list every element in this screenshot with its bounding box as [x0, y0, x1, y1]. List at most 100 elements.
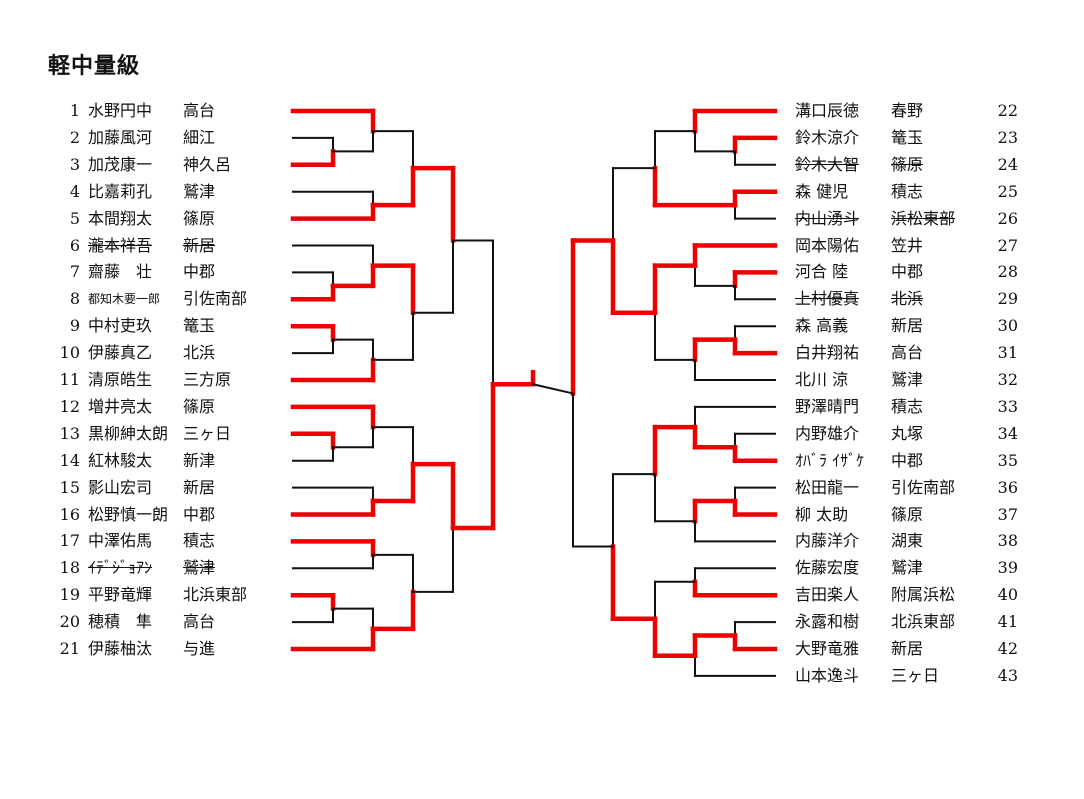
- school-name: 細江: [183, 127, 216, 147]
- entrant-name: 齋藤 壮: [88, 262, 153, 282]
- school-name: 鷲津: [183, 181, 216, 201]
- entrant-name: 鈴木大智: [795, 154, 860, 174]
- school-name: 篠原: [891, 504, 924, 524]
- school-name: 中郡: [891, 262, 924, 282]
- entrant-name: 紅林駿太: [88, 450, 153, 470]
- entrant-name: 森 高義: [795, 316, 849, 336]
- entrant-row: 29 上村優真 北浜: [0, 287, 1084, 311]
- school-name: 中郡: [183, 504, 216, 524]
- seed-number: 27: [997, 235, 1018, 255]
- seed-number: 29: [997, 289, 1018, 309]
- seed-number: 39: [997, 558, 1018, 578]
- seed-number: 22: [997, 101, 1018, 120]
- entrant-name: 柳 太助: [795, 504, 849, 524]
- entrant-name: 佐藤宏度: [795, 558, 860, 578]
- school-name: 北浜: [891, 289, 924, 309]
- seed-number: 33: [997, 396, 1018, 416]
- seed-number: 10: [59, 343, 80, 363]
- seed-number: 36: [997, 477, 1018, 497]
- entrant-row: 16 松野慎一朗中郡: [0, 503, 1084, 527]
- seed-number: 16: [59, 504, 80, 524]
- seed-number: 20: [59, 612, 80, 632]
- school-name: 北浜: [183, 343, 216, 363]
- seed-number: 9: [69, 316, 80, 336]
- entrant-name: 河合 陸: [795, 262, 849, 282]
- page-title: 軽中量級: [48, 54, 141, 79]
- school-name: 篭玉: [891, 127, 924, 147]
- seed-number: 6: [69, 235, 80, 255]
- school-name: 三ヶ日: [183, 423, 232, 443]
- seed-number: 21: [59, 639, 80, 658]
- seed-number: 25: [997, 181, 1018, 201]
- school-name: 高台: [891, 343, 924, 363]
- school-name: 湖東: [891, 531, 924, 551]
- entrant-name: 平野竜輝: [88, 585, 153, 605]
- entrant-name: 永露和樹: [795, 612, 860, 632]
- entrant-name: 上村優真: [795, 289, 860, 309]
- seed-number: 8: [69, 289, 80, 309]
- school-name: 篭玉: [183, 316, 216, 336]
- seed-number: 1: [69, 101, 80, 120]
- school-name: 神久呂: [183, 154, 232, 174]
- entrant-name: 松野慎一朗: [88, 504, 169, 524]
- bracket-line: [531, 383, 575, 395]
- school-name: 積志: [891, 181, 924, 201]
- school-name: 笠井: [891, 235, 924, 255]
- seed-number: 40: [997, 585, 1018, 605]
- school-name: 三方原: [183, 370, 232, 389]
- seed-number: 34: [997, 423, 1018, 443]
- seed-number: 2: [69, 127, 80, 147]
- entrant-name: 清原皓生: [88, 370, 153, 389]
- entrant-name: 都知木要一郎: [88, 292, 161, 307]
- entrant-name: ｵﾊﾞﾗ ｲｻﾞｹ: [795, 450, 865, 470]
- seed-number: 43: [997, 665, 1018, 685]
- entrant-name: 影山宏司: [88, 477, 153, 497]
- entrant-name: 森 健児: [795, 181, 849, 201]
- school-name: 春野: [891, 101, 924, 120]
- entrant-name: 加茂康一: [88, 154, 153, 174]
- seed-number: 42: [997, 639, 1018, 658]
- seed-number: 19: [59, 585, 80, 605]
- entrant-name: 水野円中: [88, 101, 153, 120]
- school-name: 丸塚: [891, 423, 924, 443]
- entrant-name: 中澤佑馬: [88, 531, 153, 551]
- entrant-name: 伊藤柚汰: [88, 639, 153, 658]
- school-name: 新居: [183, 235, 216, 255]
- school-name: 附属浜松: [891, 585, 956, 605]
- entrant-row: 22 溝口辰徳 春野: [0, 99, 1084, 123]
- school-name: 高台: [183, 101, 216, 120]
- entrant-row: 33 野澤晴門 積志: [0, 395, 1084, 419]
- entrant-name: 野澤晴門: [795, 396, 860, 416]
- entrant-name: 溝口辰徳: [795, 101, 860, 120]
- seed-number: 17: [59, 531, 80, 551]
- school-name: 積志: [891, 396, 924, 416]
- school-name: 北浜東部: [891, 612, 956, 632]
- entrant-name: 比嘉莉孔: [88, 181, 153, 201]
- seed-number: 32: [997, 370, 1018, 389]
- school-name: 新居: [891, 639, 924, 658]
